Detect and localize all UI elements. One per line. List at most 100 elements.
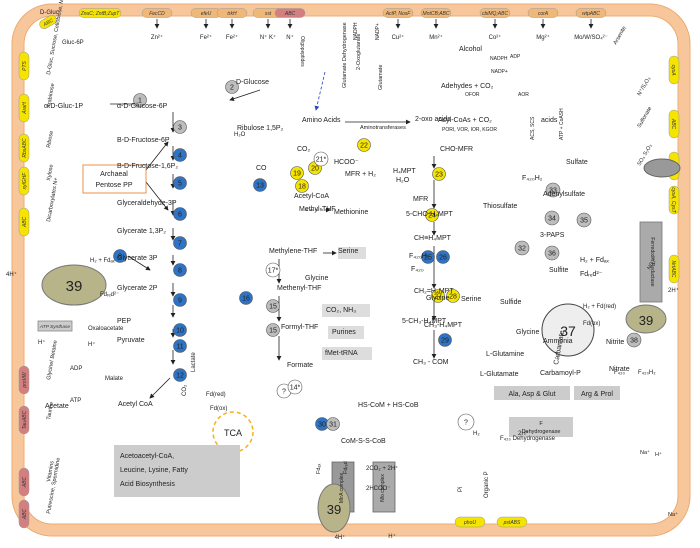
left-substrate-label: Taurine — [46, 402, 55, 421]
transporter-label: ABC — [22, 508, 28, 520]
sulfur-enzyme — [626, 332, 642, 348]
enzyme-node-label: 21* — [316, 157, 327, 164]
transporter-label: wtpABC — [582, 11, 600, 17]
left-substrate-label: Glycine/ Betaine — [46, 340, 59, 380]
methanogenesis-enzyme — [421, 250, 435, 264]
transporter-label: xylGHF — [22, 172, 28, 191]
transporter-label: phoU — [463, 520, 476, 526]
right-transporter: NrtABC — [668, 254, 680, 284]
enzyme-node-label: 28 — [449, 294, 457, 301]
enzyme-39 — [41, 264, 107, 306]
methanogenesis-label: CH₃-H₄MPT — [424, 322, 463, 329]
methanogenesis-label: CH₂=H₄MPT — [414, 288, 454, 295]
transporter-body — [18, 166, 30, 196]
top-transporter: ActP, NosF — [382, 8, 414, 18]
top-misc-label: Oligopeptides — [299, 36, 305, 67]
enzyme-node-label: 29 — [441, 338, 449, 345]
c1-compound-label: Formate — [287, 362, 313, 369]
coenzyme-label: CoM-S-S-CoB — [341, 438, 386, 445]
sulfur-enzyme — [544, 245, 560, 261]
glycolysis-enzyme — [173, 263, 187, 277]
transporter-label: ABC — [42, 18, 55, 29]
transporter-label: ZnuC; ZntB;ZupT — [80, 11, 121, 17]
f420-complex — [643, 158, 681, 178]
ferredoxin-reductase — [639, 221, 663, 303]
atp-synthase — [37, 320, 73, 332]
metabolite-label: α-D-Glucose-6P — [117, 103, 168, 110]
enzyme-node-label: 23 — [435, 172, 443, 179]
transporter-body — [454, 516, 486, 528]
left-substrate-label: Ribose — [46, 130, 55, 148]
top-misc-label: Gluc-6P — [62, 40, 84, 46]
methanogenesis-enzyme — [357, 138, 371, 152]
enzyme-node-label: 34 — [548, 216, 556, 223]
misc-label: 2HCOO⁻ — [366, 486, 391, 492]
nitrogen-label: Ammonia — [543, 338, 573, 345]
bottom-ion: Pi — [458, 487, 464, 492]
enzyme-node-label: 20 — [311, 166, 319, 173]
glycolysis-arrow — [149, 377, 171, 399]
enzyme-node-label: 24 — [428, 213, 436, 220]
transporter-body — [420, 8, 452, 18]
misc-label: 2H⁺ — [518, 430, 529, 437]
misc-label: ADP — [70, 366, 82, 372]
left-substrate-label: Dicarboxylates N+ — [46, 177, 60, 222]
ferredoxin-reductase-label: Ferredoxin Reductase — [649, 237, 655, 286]
right-substrate-label: N⁺/S₂O₃ — [636, 76, 652, 97]
top-misc-label: D-Gluc — [40, 10, 59, 16]
transporter-body — [18, 467, 30, 497]
misc-label: H⁺ — [88, 341, 96, 348]
connector-line — [127, 255, 151, 271]
metabolite-label: Acetyl CoA — [118, 401, 153, 408]
product-label: Ala, Asp & Glut — [508, 391, 555, 398]
transporter-label: ABC — [22, 216, 28, 228]
enzyme-node-label: 33 — [549, 188, 557, 195]
transporter-body — [18, 365, 30, 395]
transporter-body — [18, 405, 30, 435]
glycolysis-enzyme — [173, 120, 187, 134]
nitrogen-label: Nitrate — [609, 366, 630, 373]
coenzyme-label: Fdᵣₑd — [343, 461, 349, 474]
c1-compound-label: Glycine — [305, 275, 328, 282]
c1-compound-label: HCOO⁻ — [334, 159, 359, 166]
cell-membrane — [11, 3, 691, 537]
acyl-label: ATP + CoASH — [559, 108, 565, 140]
acyl-label: PORI, VOR, IOR, KGOR — [442, 127, 497, 133]
enzyme-node-label: 31 — [329, 422, 337, 429]
amino-label: Glutamate — [378, 65, 384, 90]
metabolite-label: Glycerate 2P — [117, 285, 158, 292]
enzyme-node-label: 15 — [269, 328, 277, 335]
c1-compound-label: Serine — [461, 296, 481, 303]
glycolysis-enzyme — [173, 368, 187, 382]
glycolysis-enzyme — [225, 80, 239, 94]
misc-label: H₂ — [473, 431, 480, 437]
transporter-label: NrtABC — [670, 261, 676, 278]
methanogenesis-enzyme — [431, 289, 445, 303]
purines-box — [328, 326, 364, 339]
methanogenesis-label: MFR + H₂ — [345, 171, 376, 178]
ppp-box — [82, 164, 147, 194]
misc-label: Fd(red) — [206, 392, 226, 398]
transporter-label: cbiMQ;ABC — [482, 11, 509, 17]
enzyme-node-label: 36 — [548, 251, 556, 258]
c1-enzyme — [253, 178, 267, 192]
enzyme-node-label: 6 — [178, 212, 182, 219]
enzyme-node-label: 19 — [293, 171, 301, 178]
methanogenesis-enzyme — [432, 167, 446, 181]
misc-label: 2CO₂ + 2H⁺ — [366, 465, 398, 472]
amino-label: 2-oxo acids — [415, 116, 451, 123]
c1-compound-label: Serine — [338, 248, 358, 255]
transporter-body — [575, 8, 607, 18]
misc-label: Lactate — [191, 352, 197, 372]
methanogenesis-enzyme — [425, 208, 439, 222]
right-transporter: ABC — [668, 109, 680, 139]
enzyme-37-label: 37 — [560, 323, 576, 339]
enzyme-node-label: 8 — [178, 268, 182, 275]
unknown-enzyme — [457, 413, 475, 431]
transporter-label: sst — [265, 11, 272, 17]
c1-compound-label: Glycine — [426, 295, 449, 302]
transporter-label: AraH — [22, 102, 28, 115]
left-substrate-label: Vitamins — [46, 460, 56, 482]
complex-label: MtrA complex — [339, 472, 345, 503]
methanogenesis-label: CH≡H₄MPT — [414, 235, 452, 242]
